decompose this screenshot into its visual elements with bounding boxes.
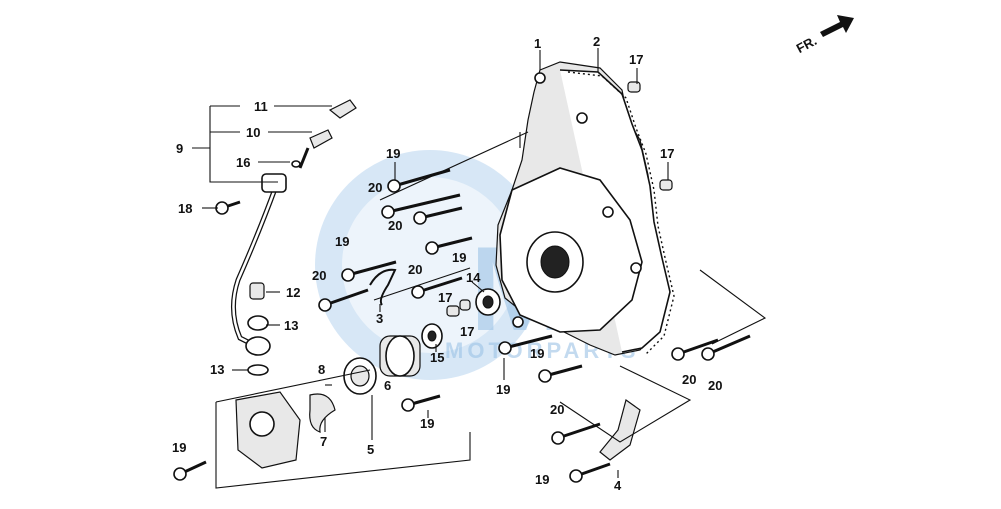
callout-label: 20 [312, 268, 326, 283]
dowel-pin [446, 305, 460, 317]
callout-label: 14 [466, 270, 481, 285]
callout-label: 19 [535, 472, 549, 487]
callout-label: 20 [550, 402, 564, 417]
callout-label: 7 [320, 434, 327, 449]
callout-label: 17 [460, 324, 474, 339]
callout-label: 20 [682, 372, 696, 387]
callout-label: 3 [376, 311, 383, 326]
callout-label: 17 [660, 146, 674, 161]
callout-label: 9 [176, 141, 183, 156]
callout-label: 2 [593, 34, 600, 49]
callout-label: 18 [178, 201, 192, 216]
callout-label: 11 [254, 99, 268, 114]
crankcase-cover[interactable] [495, 61, 671, 356]
cover-gasket [567, 71, 675, 355]
callout-label: 19 [420, 416, 434, 431]
front-direction-indicator: FR. [794, 15, 854, 56]
callout-label: 8 [318, 362, 325, 377]
callout-label: 17 [629, 52, 643, 67]
leader-lines [192, 48, 767, 489]
callout-label: 19 [335, 234, 349, 249]
callout-label: 16 [236, 155, 250, 170]
callout-label: 20 [368, 180, 382, 195]
dowel-pin [659, 179, 673, 191]
front-direction-label: FR. [794, 33, 820, 56]
callout-label: 13 [210, 362, 224, 377]
callout-label: 20 [708, 378, 722, 393]
callout-label: 12 [286, 285, 300, 300]
pump-components [235, 288, 641, 469]
callout-label: 13 [284, 318, 298, 333]
callout-label: 17 [438, 290, 452, 305]
callout-label: 20 [408, 262, 422, 277]
callout-label: 19 [496, 382, 510, 397]
callout-label: 1 [534, 36, 541, 51]
callout-label: 10 [246, 125, 260, 140]
dowel-pin [459, 299, 471, 311]
callout-label: 6 [384, 378, 391, 393]
callout-labels: 1 2 17 17 11 10 9 16 18 19 20 20 19 19 2… [172, 34, 722, 493]
callout-label: 20 [388, 218, 402, 233]
callout-label: 19 [452, 250, 466, 265]
front-direction-arrow-icon [820, 15, 854, 37]
breather-pipe-assembly [231, 99, 357, 376]
callout-label: 4 [614, 478, 622, 493]
dowel-pin [627, 81, 641, 93]
callout-label: 5 [367, 442, 374, 457]
callout-label: 19 [530, 346, 544, 361]
wire-clip [369, 268, 397, 306]
callout-label: 15 [430, 350, 444, 365]
callout-label: 19 [386, 146, 400, 161]
callout-label: 19 [172, 440, 186, 455]
